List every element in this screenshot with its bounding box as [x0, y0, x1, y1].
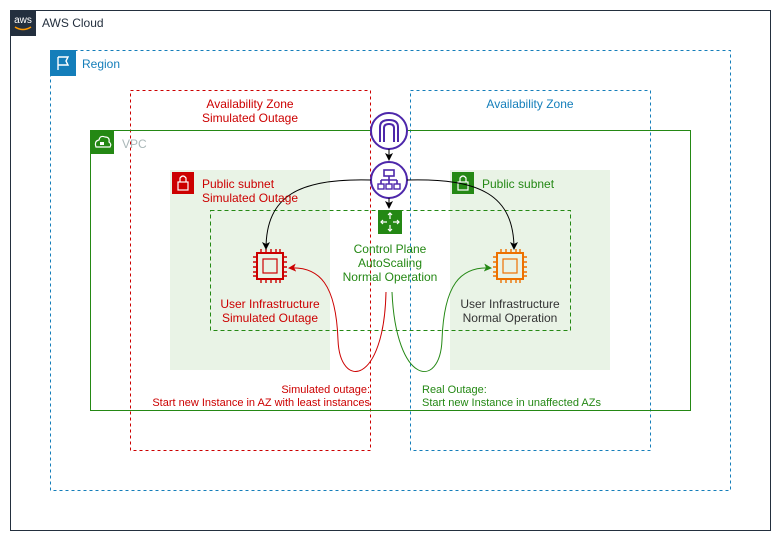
aws-cloud-group: [10, 10, 771, 531]
availability-zone-left: [130, 90, 371, 451]
lock-shackle-left: [179, 175, 187, 182]
autoscaling-group: [210, 210, 571, 331]
ec2-instance-icon: [253, 249, 287, 283]
simulated-outage-annotation: Simulated outage: Start new Instance in …: [150, 384, 370, 410]
ec2-instance-icon: [493, 249, 527, 283]
simulated-outage-line1: Simulated outage:: [281, 384, 370, 396]
control-plane-label: Control Plane AutoScaling Normal Operati…: [320, 242, 460, 284]
subnet-left-label-line2: Simulated Outage: [202, 191, 299, 205]
aws-logo-text: aws: [14, 15, 32, 26]
aws-logo-icon: [10, 10, 36, 36]
az-left-label-line2: Simulated Outage: [201, 111, 299, 125]
control-plane-line2: AutoScaling: [357, 256, 423, 270]
load-balancer-icon: [370, 161, 408, 199]
infra-left-label: User Infrastructure Simulated Outage: [200, 297, 340, 325]
region-flag-icon: [50, 50, 76, 76]
infra-right-label: User Infrastructure Normal Operation: [440, 297, 580, 325]
az-right-label: Availability Zone: [486, 97, 574, 111]
az-left-label: Availability Zone Simulated Outage: [130, 97, 370, 125]
infra-left-line2: Simulated Outage: [221, 311, 319, 325]
vpc-lock-shape: [100, 142, 104, 145]
vpc-cloud-shape: [94, 135, 112, 148]
az-left-label-line1: Availability Zone: [206, 97, 294, 111]
region-flag-shape: [57, 56, 70, 70]
real-outage-annotation: Real Outage: Start new Instance in unaff…: [422, 384, 601, 410]
lock-icon: [172, 172, 194, 194]
simulated-outage-arrow: [288, 263, 387, 372]
real-outage-line1: Real Outage:: [422, 384, 487, 396]
region-group: [50, 50, 731, 491]
real-outage-arrow: [391, 263, 492, 372]
public-subnet-right: [450, 170, 610, 370]
availability-zone-right: [410, 90, 651, 451]
aws-cloud-label: AWS Cloud: [42, 16, 104, 30]
real-outage-line2: Start new Instance in unaffected AZs: [422, 397, 601, 409]
subnet-left-label: Public subnet Simulated Outage: [202, 177, 298, 205]
internet-gateway-icon: [370, 112, 408, 150]
simulated-outage-line2: Start new Instance in AZ with least inst…: [152, 397, 370, 409]
lb-to-left-instance-arrow: [262, 179, 372, 250]
region-label: Region: [82, 57, 121, 71]
subnet-right-label: Public subnet: [482, 177, 555, 191]
control-plane-line3: Normal Operation: [342, 270, 438, 284]
lock-body-left: [177, 181, 189, 191]
autoscaling-icon: [378, 210, 402, 234]
lock-body-right: [457, 181, 469, 191]
control-plane-line1: Control Plane: [353, 242, 427, 256]
infra-left-line1: User Infrastructure: [220, 297, 320, 311]
subnet-left-label-line1: Public subnet: [202, 177, 275, 191]
aws-logo-smile: [14, 26, 32, 31]
lb-to-right-instance-arrow: [406, 179, 518, 250]
infra-right-line1: User Infrastructure: [460, 297, 560, 311]
infra-right-line2: Normal Operation: [462, 311, 558, 325]
vpc-label: VPC: [122, 137, 147, 151]
lock-shackle-right: [459, 175, 467, 182]
public-subnet-left: [170, 170, 330, 370]
